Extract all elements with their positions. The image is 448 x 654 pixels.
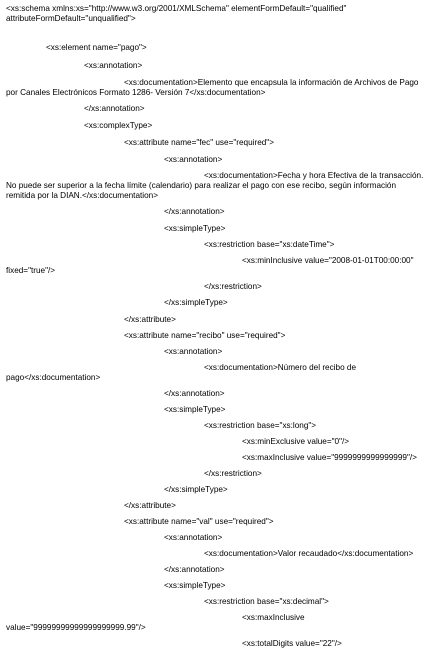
code-line: No puede ser superior a la fecha límite … bbox=[6, 181, 397, 190]
code-line: <xs:attribute name="fec" use="required"> bbox=[124, 138, 274, 147]
code-line: value="99999999999999999999.99"/> bbox=[6, 623, 146, 632]
code-line: attributeFormDefault="unqualified"> bbox=[6, 14, 136, 23]
code-line: <xs:restriction base="xs:dateTime"> bbox=[204, 240, 335, 249]
code-line: <xs:documentation>Elemento que encapsula… bbox=[124, 78, 419, 87]
code-line: <xs:schema xmlns:xs="http://www.w3.org/2… bbox=[6, 4, 347, 13]
code-line: pago</xs:documentation> bbox=[6, 373, 101, 382]
code-line: </xs:annotation> bbox=[164, 207, 225, 216]
code-line: <xs:documentation>Fecha y hora Efectiva … bbox=[204, 171, 424, 180]
code-line: <xs:element name="pago"> bbox=[46, 43, 147, 52]
code-line: <xs:documentation>Número del recibo de bbox=[204, 363, 357, 372]
code-line: <xs:maxInclusive bbox=[242, 613, 305, 622]
code-line: <xs:complexType> bbox=[84, 121, 153, 130]
code-line: <xs:minExclusive value="0"/> bbox=[242, 437, 350, 446]
code-line: </xs:simpleType> bbox=[164, 485, 228, 494]
code-line: </xs:annotation> bbox=[84, 104, 145, 113]
code-line: <xs:attribute name="val" use="required"> bbox=[124, 517, 274, 526]
code-line: </xs:restriction> bbox=[204, 282, 262, 291]
code-line: <xs:attribute name="recibo" use="require… bbox=[124, 331, 286, 340]
code-line: <xs:minInclusive value="2008-01-01T00:00… bbox=[242, 256, 414, 265]
code-line: </xs:simpleType> bbox=[164, 298, 228, 307]
code-line: <xs:maxInclusive value="9999999999999999… bbox=[242, 453, 417, 462]
code-line: </xs:annotation> bbox=[164, 565, 225, 574]
code-line: <xs:simpleType> bbox=[164, 405, 226, 414]
code-line: <xs:restriction base="xs:long"> bbox=[204, 421, 317, 430]
code-line: <xs:annotation> bbox=[164, 533, 223, 542]
code-line: <xs:simpleType> bbox=[164, 581, 226, 590]
code-line: </xs:restriction> bbox=[204, 469, 262, 478]
code-line: por Canales Electrónicos Formato 1286- V… bbox=[6, 88, 266, 97]
code-line: fixed="true"/> bbox=[6, 266, 56, 275]
code-line: <xs:annotation> bbox=[164, 155, 223, 164]
code-line: </xs:annotation> bbox=[164, 389, 225, 398]
code-line: <xs:restriction base="xs:decimal"> bbox=[204, 597, 329, 606]
code-line: remitida por la DIAN.</xs:documentation> bbox=[6, 191, 158, 200]
code-line: <xs:totalDigits value="22"/> bbox=[242, 639, 342, 648]
code-line: </xs:attribute> bbox=[124, 315, 176, 324]
code-line: <xs:annotation> bbox=[84, 61, 143, 70]
code-line: <xs:documentation>Valor recaudado</xs:do… bbox=[204, 549, 414, 558]
code-line: <xs:annotation> bbox=[164, 347, 223, 356]
code-line: <xs:simpleType> bbox=[164, 224, 226, 233]
code-line: </xs:attribute> bbox=[124, 501, 176, 510]
